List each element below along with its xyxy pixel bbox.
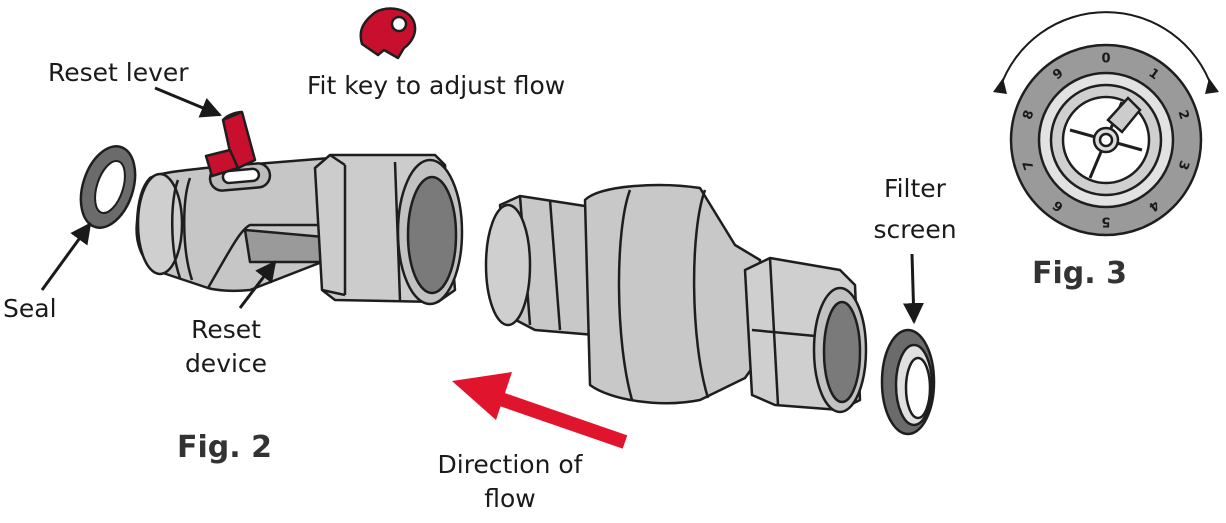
fit-key-label: Fit key to adjust flow [307,71,566,100]
seal-ring [79,145,137,229]
direction-of-flow-label-line2: flow [484,484,536,513]
seal-pointer [40,222,92,291]
fig-2-caption: Fig. 2 [177,430,272,465]
flow-direction-arrow [452,372,628,449]
fig-3-caption: Fig. 3 [1032,256,1127,291]
reset-device-label-line2: device [184,349,268,378]
reset-device-label-line1: Reset [191,315,261,344]
filter-screen [880,328,936,436]
reset-lever-label: Reset lever [48,58,189,87]
reset-lever [204,110,257,178]
direction-of-flow-label-line1: Direction of [437,450,583,479]
dial-number-3: 3 [1174,158,1191,171]
check-valve [484,183,868,414]
reset-device-pointer [238,260,277,309]
seal-label: Seal [3,294,57,323]
key-icon [359,7,417,60]
filter-screen-label-line1: Filter [884,174,946,203]
dial-number-5: 5 [1101,214,1110,229]
reset-device [135,153,464,306]
filter-screen-pointer [902,253,924,325]
dial-number-8: 8 [1020,108,1037,121]
rotate-right-arrow-icon [1205,78,1219,94]
filter-screen-label-line2: screen [873,215,957,244]
rotate-left-arrow-icon [993,78,1007,94]
reset-lever-pointer [154,86,222,118]
leader-lines [40,86,924,325]
dial-number-2: 2 [1174,108,1191,121]
dial-number-0: 0 [1101,52,1110,67]
dial-number-7: 7 [1020,158,1037,171]
